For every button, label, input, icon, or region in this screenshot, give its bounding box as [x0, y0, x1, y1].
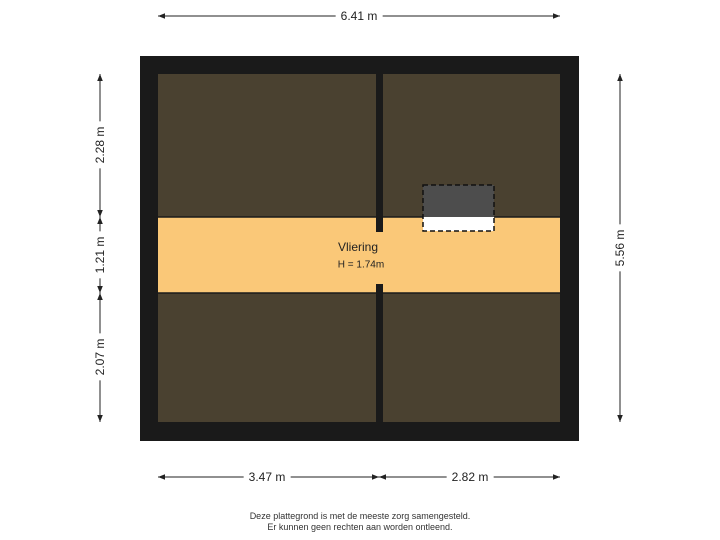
dimension-total-depth: 5.56 m	[613, 224, 627, 272]
skylight-light	[423, 217, 494, 231]
partition-wall-top	[376, 74, 383, 217]
room-name: Vliering	[337, 240, 379, 254]
partition-stub-bottom	[376, 284, 383, 293]
room-height: H = 1.74m	[337, 259, 385, 271]
dimension-bottom-right: 2.82 m	[446, 470, 494, 484]
disclaimer-line-2: Er kunnen geen rechten aan worden ontlee…	[267, 522, 453, 532]
low-area-bottom-right	[383, 293, 560, 422]
floor-vliering	[158, 217, 560, 293]
skylight-dark	[423, 185, 494, 217]
disclaimer-line-1: Deze plattegrond is met de meeste zorg s…	[249, 511, 471, 521]
dimension-left-middle: 1.21 m	[93, 231, 107, 279]
dimension-total-width: 6.41 m	[335, 9, 383, 23]
dimension-left-top: 2.28 m	[93, 121, 107, 169]
dimension-left-bottom: 2.07 m	[93, 333, 107, 381]
partition-wall-bottom	[376, 293, 383, 422]
low-area-bottom-left	[158, 293, 376, 422]
dimension-bottom-left: 3.47 m	[243, 470, 291, 484]
low-area-top-left	[158, 74, 376, 217]
skylight-outline	[422, 184, 495, 232]
partition-stub-top	[376, 217, 383, 232]
